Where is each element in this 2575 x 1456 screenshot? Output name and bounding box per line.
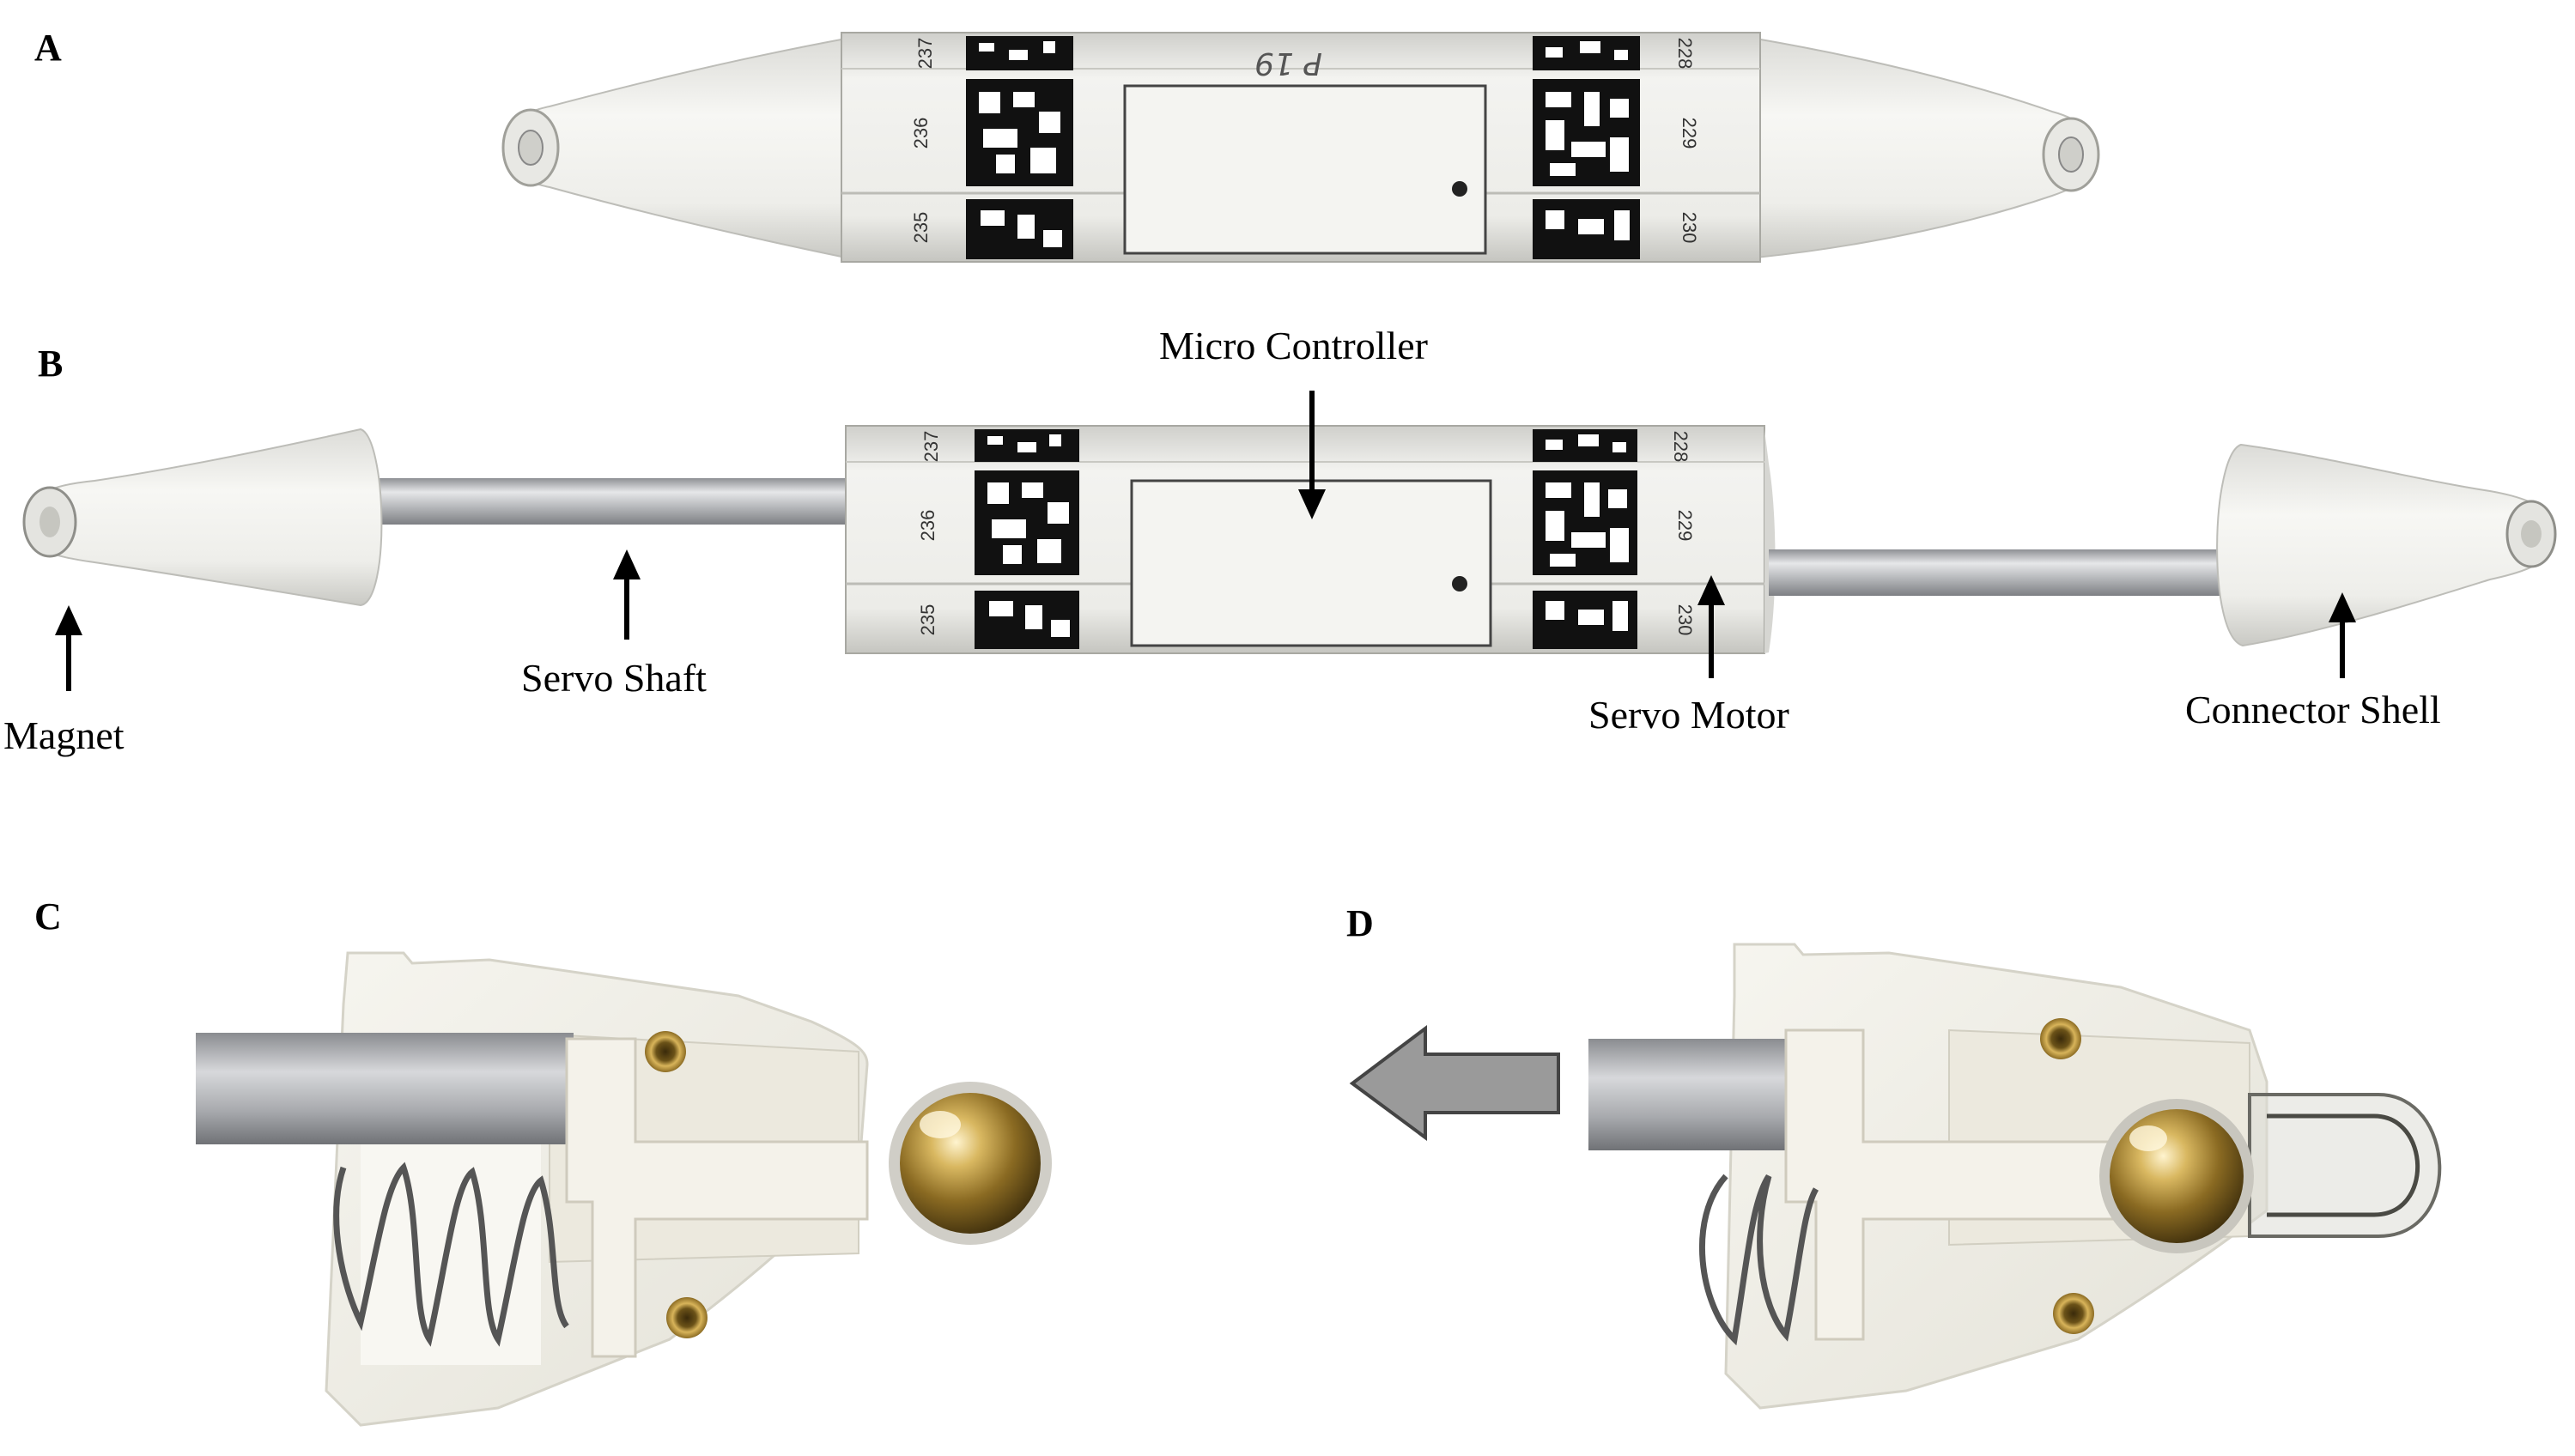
panel-b-module: 236 235 237 229 230 228 [22,425,2557,654]
c-latch-slider [565,1037,869,1358]
right-marker-column: 229 230 228 [1533,36,1700,259]
d-top-nut [2040,1018,2081,1059]
left-top-number: 237 [914,38,936,70]
b-right-connector-shell [2216,443,2556,647]
b-left-face-number: 236 [917,510,938,542]
d-bottom-nut [2053,1293,2094,1334]
label-magnet: Magnet [3,713,124,757]
right-face-number: 229 [1679,118,1700,149]
d-spring [1699,1174,1819,1346]
d-latch-slider [1784,1028,2131,1341]
b-right-marker-column: 229 230 228 [1533,429,1696,649]
left-arrow-icon [1349,1024,1560,1141]
b-right-top-number: 228 [1670,431,1691,463]
annotation-arrows [55,391,2356,691]
label-servo-shaft: Servo Shaft [521,656,707,700]
c-spring [333,1162,569,1347]
d-servo-shaft [1588,1039,1786,1150]
c-top-nut [645,1031,686,1072]
label-connector-shell: Connector Shell [2185,688,2441,731]
micro-controller-lid [1123,84,1487,255]
handwritten-id: P 19 [1254,46,1322,81]
c-servo-shaft [196,1033,574,1144]
left-marker-column: 236 235 237 [910,36,1073,259]
servo-motor-housing [1764,429,1776,653]
b-left-top-number: 237 [920,431,942,463]
left-lower-number: 235 [910,212,932,244]
right-lower-number: 230 [1679,212,1700,244]
right-servo-shaft [1769,549,2250,596]
b-left-connector-shell [24,428,383,607]
left-face-number: 236 [910,118,932,149]
right-top-number: 228 [1674,38,1696,70]
b-right-face-number: 229 [1674,510,1696,542]
panel-label-a: A [34,27,62,69]
panel-label-b: B [38,343,63,385]
label-micro-controller: Micro Controller [1159,324,1428,367]
panel-label-d: D [1346,902,1374,944]
b-left-lower-number: 235 [917,604,938,636]
d-translucent-tip [2248,1093,2442,1238]
panel-a-module: P 19 236 235 237 229 230 228 [501,32,2100,263]
panel-d-connector [1588,943,2442,1410]
b-right-lower-number: 230 [1674,604,1696,636]
left-servo-shaft [369,478,850,525]
panel-label-c: C [34,895,62,937]
c-bottom-nut [666,1297,708,1338]
panel-c-connector [196,951,1052,1427]
b-left-marker-column: 236 235 237 [917,429,1079,649]
label-servo-motor: Servo Motor [1588,693,1789,737]
